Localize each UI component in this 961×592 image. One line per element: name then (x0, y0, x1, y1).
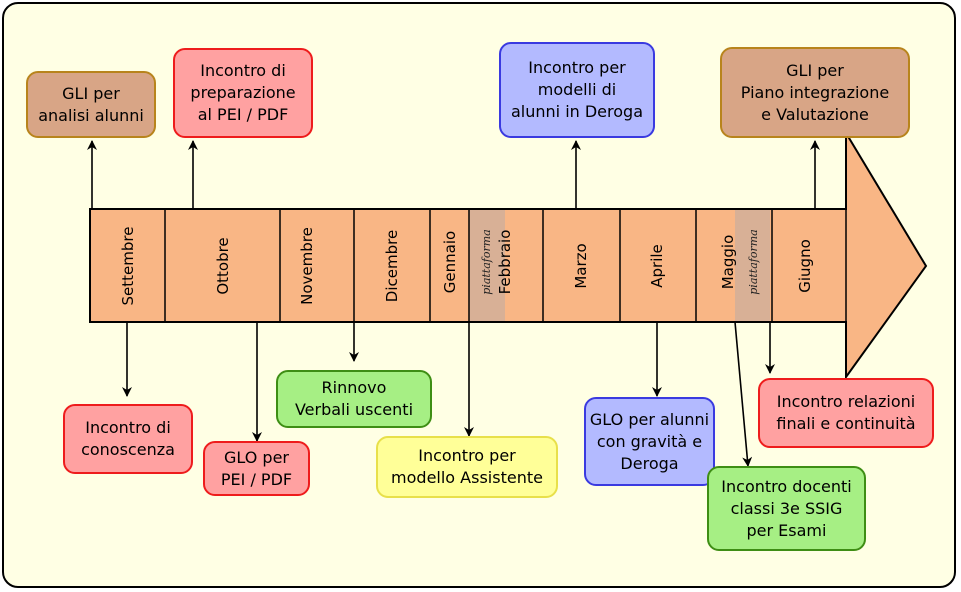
event-incontro-assistente: Incontro per modello Assistente (376, 436, 558, 498)
event-line: con gravità e (596, 431, 703, 451)
month-febbraio: Febbraio (496, 230, 514, 295)
event-line: GLI per (786, 60, 844, 80)
month-gennaio: Gennaio (441, 231, 459, 293)
event-line: Deroga (620, 453, 679, 473)
event-gli-analisi-alunni: GLI per analisi alunni (26, 71, 156, 138)
piattaforma-band-febbraio (469, 210, 505, 321)
month-marzo: Marzo (572, 243, 590, 288)
event-line: al PEI / PDF (197, 105, 289, 124)
month-novembre: Novembre (298, 227, 316, 305)
connector-incontro-ssig (734, 321, 753, 467)
event-line: analisi alunni (38, 105, 144, 125)
event-line: alunni in Deroga (510, 102, 643, 121)
event-line: GLO per alunni (589, 409, 710, 429)
event-line: preparazione (190, 83, 296, 102)
event-line: Rinnovo (321, 378, 387, 397)
event-line: e Valutazione (761, 104, 869, 124)
month-aprile: Aprile (648, 244, 666, 288)
piattaforma-label-maggio: piattaforma (747, 229, 760, 294)
event-line: Piano integrazione (740, 82, 890, 102)
event-line: Incontro per (418, 446, 516, 465)
month-maggio: Maggio (719, 235, 737, 290)
event-line: modello Assistente (391, 468, 543, 487)
event-line: Incontro relazioni (776, 392, 916, 411)
event-incontro-conoscenza: Incontro di conoscenza (63, 404, 193, 474)
event-line: GLI per (62, 83, 120, 103)
piattaforma-band-maggio (735, 210, 770, 321)
event-line: per Esami (746, 520, 827, 540)
event-line: Incontro docenti (721, 476, 852, 496)
event-line: GLO per (224, 447, 289, 467)
event-line: Verbali uscenti (294, 400, 414, 419)
month-dicembre: Dicembre (383, 230, 401, 302)
event-line: Incontro per (528, 58, 626, 77)
event-line: finali e continuità (776, 414, 916, 433)
event-gli-piano-integrazione: GLI per Piano integrazione e Valutazione (720, 47, 910, 138)
event-incontro-preparazione: Incontro di preparazione al PEI / PDF (173, 48, 313, 138)
event-line: PEI / PDF (220, 469, 293, 489)
event-incontro-ssig: Incontro docenti classi 3e SSIG per Esam… (707, 466, 866, 551)
month-dividers (164, 209, 847, 322)
month-ottobre: Ottobre (214, 237, 232, 294)
event-line: Incontro di (200, 61, 286, 80)
event-line: conoscenza (81, 440, 175, 459)
event-incontro-relazioni: Incontro relazioni finali e continuità (758, 378, 934, 448)
piattaforma-label-febbraio: piattaforma (480, 229, 493, 294)
event-rinnovo-verbali: Rinnovo Verbali uscenti (276, 370, 432, 428)
event-glo-gravita-deroga: GLO per alunni con gravità e Deroga (584, 397, 715, 486)
timeline-arrow (89, 129, 928, 381)
event-line: modelli di (537, 80, 617, 99)
month-giugno: Giugno (796, 239, 814, 293)
event-incontro-deroga: Incontro per modelli di alunni in Deroga (499, 42, 655, 138)
month-settembre: Settembre (119, 227, 137, 306)
event-line: Incontro di (85, 418, 171, 437)
event-line: classi 3e SSIG (730, 498, 843, 518)
event-glo-pei-pdf: GLO per PEI / PDF (203, 441, 310, 496)
